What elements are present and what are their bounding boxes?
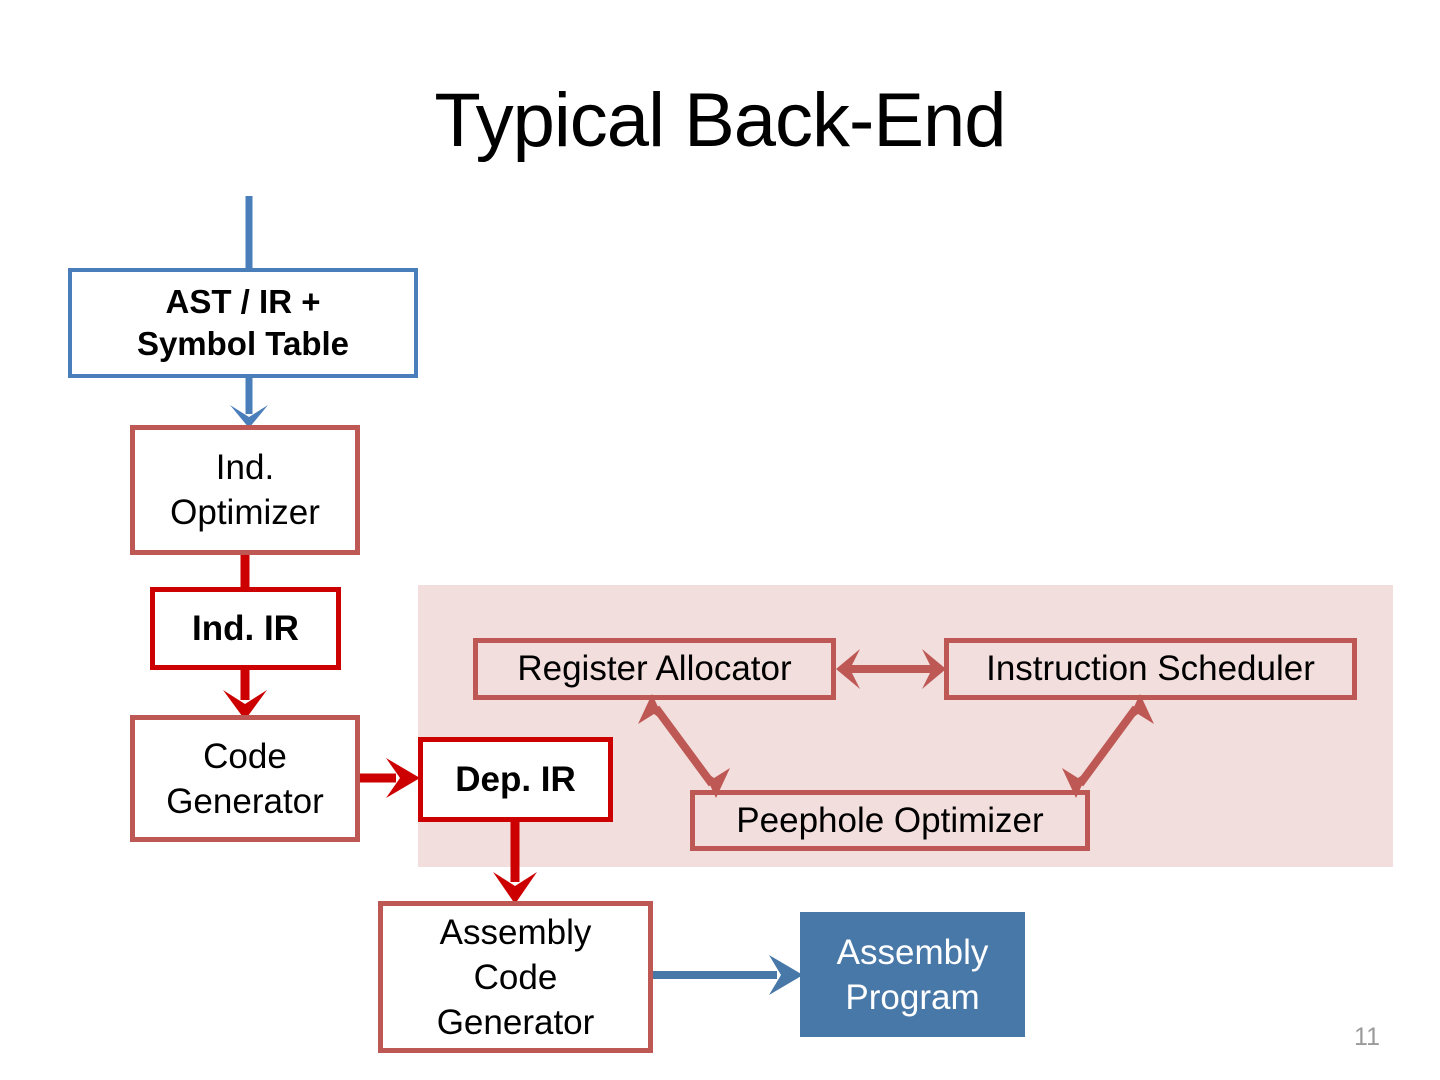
edge-register-allocator-to-instruction-scheduler <box>836 645 946 693</box>
node-assembly-code-generator-label: Assembly Code Generator <box>436 912 595 1042</box>
node-assembly-program-label: Assembly Program <box>836 932 989 1017</box>
node-code-generator[interactable]: Code Generator <box>130 715 360 842</box>
node-dep-ir-label: Dep. IR <box>455 760 576 799</box>
node-code-generator-label: Code Generator <box>166 736 324 821</box>
edge-ind-ir-to-code-generator <box>214 666 276 722</box>
node-instruction-scheduler-label: Instruction Scheduler <box>986 649 1315 688</box>
edge-code-generator-to-dep-ir <box>356 752 424 804</box>
slide-number: 11 <box>1354 1023 1380 1051</box>
node-register-allocator[interactable]: Register Allocator <box>473 638 836 700</box>
node-ind-optimizer-label: Ind. Optimizer <box>170 448 320 532</box>
node-ast-ir-symbol-table[interactable]: AST / IR + Symbol Table <box>68 268 418 378</box>
page-title: Typical Back-End <box>434 78 1006 163</box>
node-ind-ir[interactable]: Ind. IR <box>150 587 341 670</box>
edge-assembly-code-generator-to-assembly-program <box>653 950 805 1000</box>
edge-register-allocator-to-peephole-optimizer <box>636 694 732 798</box>
edge-ast-to-ind-optimizer <box>222 374 276 430</box>
node-instruction-scheduler[interactable]: Instruction Scheduler <box>944 638 1357 700</box>
node-assembly-code-generator[interactable]: Assembly Code Generator <box>378 901 653 1053</box>
edge-instruction-scheduler-to-peephole-optimizer <box>1060 694 1156 798</box>
node-peephole-optimizer[interactable]: Peephole Optimizer <box>690 790 1090 851</box>
edge-input-to-ast <box>236 196 262 272</box>
node-assembly-program[interactable]: Assembly Program <box>800 912 1025 1037</box>
node-ind-ir-label: Ind. IR <box>192 609 299 648</box>
edge-dep-ir-to-assembly-code-generator <box>484 820 546 906</box>
edge-ind-optimizer-to-ind-ir <box>233 552 257 590</box>
node-ast-ir-symbol-table-label: AST / IR + Symbol Table <box>136 283 350 362</box>
node-peephole-optimizer-label: Peephole Optimizer <box>736 800 1044 840</box>
node-dep-ir[interactable]: Dep. IR <box>418 737 613 822</box>
node-register-allocator-label: Register Allocator <box>517 649 792 688</box>
node-ind-optimizer[interactable]: Ind. Optimizer <box>130 425 360 555</box>
